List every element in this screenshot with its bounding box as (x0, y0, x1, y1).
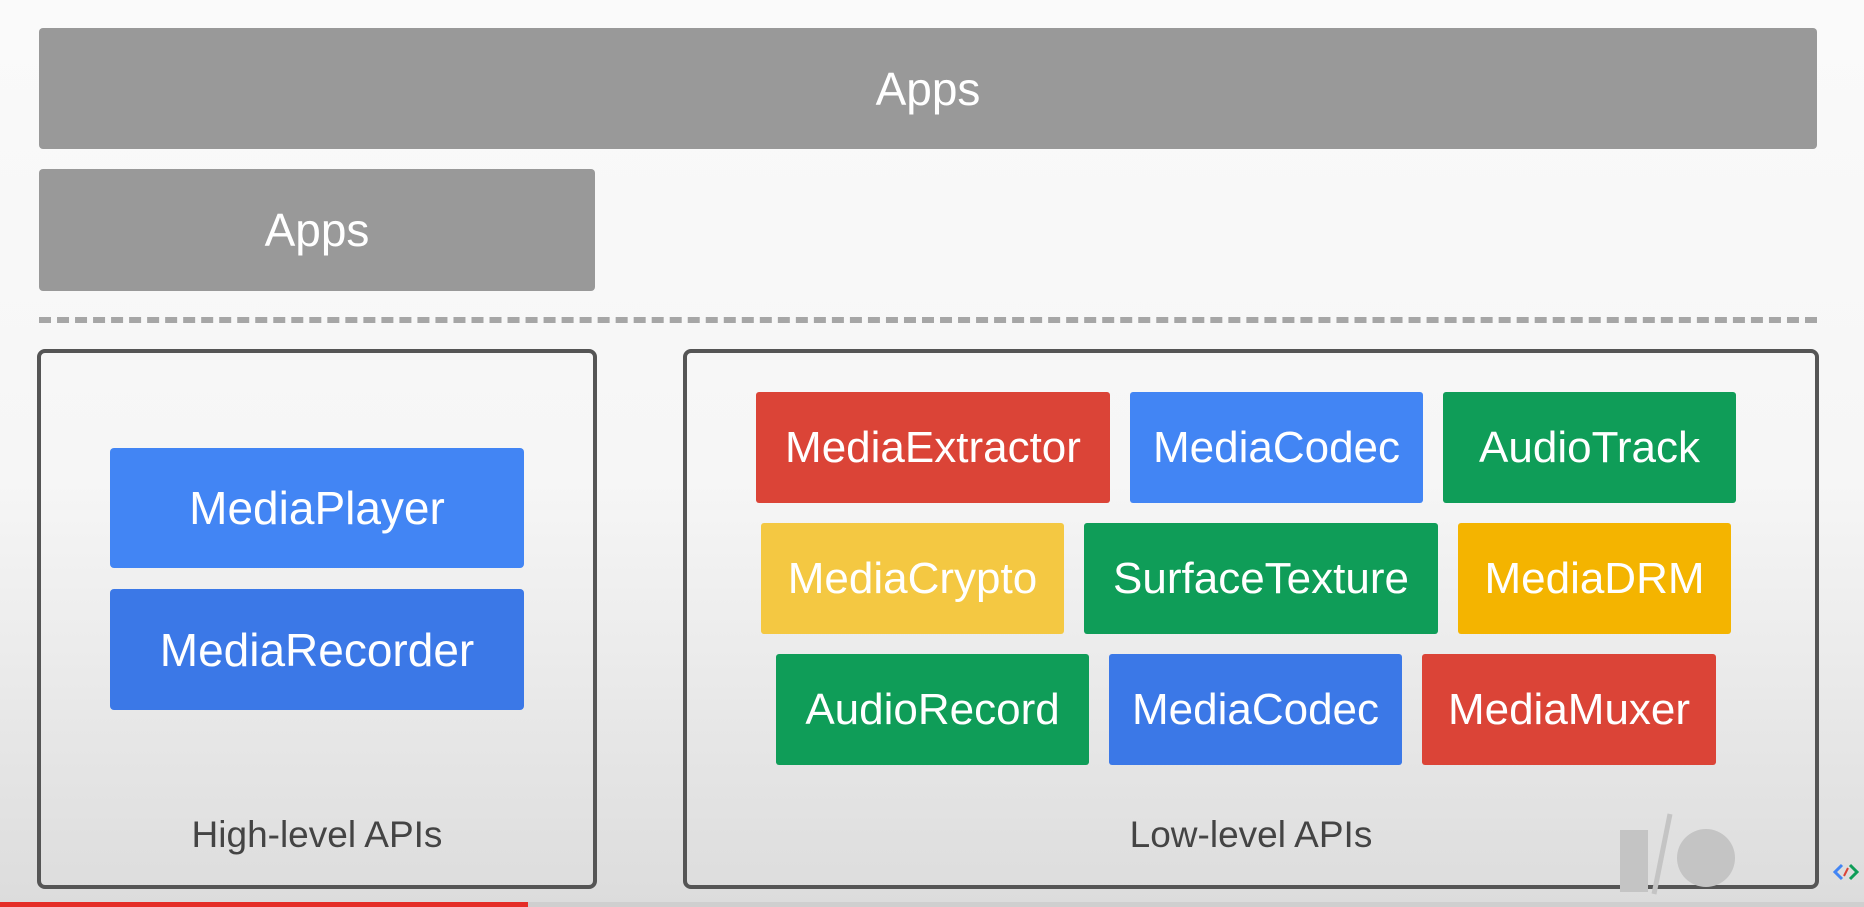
apps-box-label: Apps (264, 204, 370, 256)
media-extractor-label: MediaExtractor (785, 422, 1081, 472)
apps-top-bar-label: Apps (875, 62, 981, 115)
audio-record-block: AudioRecord (776, 654, 1089, 765)
audio-track-block: AudioTrack (1443, 392, 1736, 503)
apps-box: Apps (39, 169, 595, 291)
media-muxer-label: MediaMuxer (1447, 684, 1691, 734)
audio-record-label: AudioRecord (805, 684, 1060, 734)
io-logo-icon (1620, 813, 1735, 895)
low-level-panel (683, 349, 1819, 889)
media-crypto-label: MediaCrypto (787, 553, 1038, 603)
high-level-caption: High-level APIs (191, 814, 443, 855)
media-recorder-label: MediaRecorder (159, 623, 475, 676)
media-player-block: MediaPlayer (110, 448, 524, 568)
audio-track-label: AudioTrack (1479, 422, 1700, 472)
media-crypto-block: MediaCrypto (761, 523, 1064, 634)
apps-top-bar: Apps (39, 28, 1817, 149)
media-muxer-block: MediaMuxer (1422, 654, 1716, 765)
code-brackets-icon (1832, 863, 1860, 881)
surface-texture-label: SurfaceTexture (1113, 553, 1409, 603)
media-codec-block-2: MediaCodec (1109, 654, 1402, 765)
media-drm-block: MediaDRM (1458, 523, 1731, 634)
media-player-label: MediaPlayer (189, 482, 445, 534)
video-progress-fill (0, 902, 529, 907)
media-drm-label: MediaDRM (1484, 553, 1705, 603)
high-level-panel (37, 349, 597, 889)
media-codec-label: MediaCodec (1152, 422, 1401, 472)
media-recorder-block: MediaRecorder (110, 589, 524, 710)
media-codec-block: MediaCodec (1130, 392, 1423, 503)
low-level-caption: Low-level APIs (1129, 814, 1373, 855)
media-extractor-block: MediaExtractor (756, 392, 1110, 503)
media-codec-label-2: MediaCodec (1131, 684, 1380, 734)
dashed-divider (39, 317, 1817, 323)
video-progress-track[interactable] (0, 902, 1864, 907)
surface-texture-block: SurfaceTexture (1084, 523, 1438, 634)
